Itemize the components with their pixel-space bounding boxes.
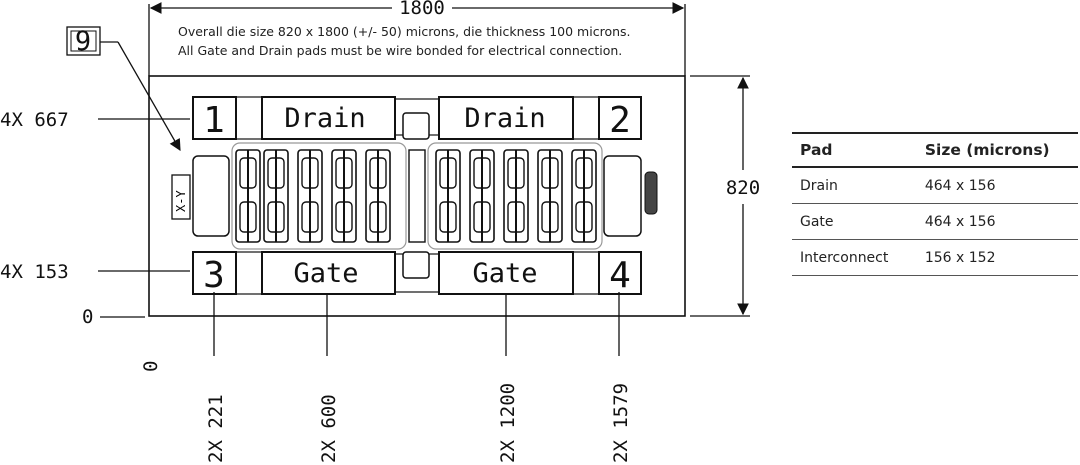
table-cell: 464 x 156 [910, 203, 1078, 240]
dim-2x-1200: 2X 1200 [497, 383, 519, 463]
finger-via [369, 201, 387, 233]
dim-4x-153: 4X 153 [0, 261, 69, 283]
finger-via [541, 201, 559, 233]
drain-left-label: Drain [284, 103, 365, 134]
pad-2-number: 2 [609, 100, 631, 141]
finger-via [575, 157, 593, 189]
finger-via [473, 201, 491, 233]
left-dimensions: 4X 667 4X 153 0 [0, 109, 190, 328]
gate-right-label: Gate [472, 258, 537, 289]
xy-marker-label: X-Y [174, 190, 188, 212]
table-cell: Drain [792, 167, 911, 204]
finger-via [267, 201, 285, 233]
height-dim-text: 820 [726, 177, 760, 199]
finger-via [301, 157, 319, 189]
pad-1-number: 1 [203, 100, 225, 141]
dim-2x-1579: 2X 1579 [610, 383, 632, 463]
die-outline [148, 75, 686, 317]
transistor-fingers [231, 142, 603, 250]
table-header-row: Pad Size (microns) [792, 132, 1078, 168]
finger-via [267, 157, 285, 189]
pad-size-table: Pad Size (microns) Drain 464 x 156 Gate … [792, 132, 1078, 276]
finger-frame-left [231, 142, 407, 250]
finger-frame-right [427, 142, 603, 250]
drain-pad-left: Drain [261, 96, 396, 140]
finger-via [239, 201, 257, 233]
finger-spine [408, 149, 426, 243]
pad-2: 2 [598, 96, 642, 141]
finger-via [335, 201, 353, 233]
finger-via [507, 201, 525, 233]
side-pad-right [603, 155, 642, 237]
finger-via [541, 157, 559, 189]
finger-via [301, 201, 319, 233]
pad-3: 3 [192, 251, 237, 296]
finger-via [239, 157, 257, 189]
table-cell: Interconnect [792, 239, 911, 276]
dim-4x-667: 4X 667 [0, 109, 69, 131]
table-header-size: Size (microns) [910, 132, 1078, 168]
width-dim-text: 1800 [399, 0, 445, 19]
drain-pad-right: Drain [438, 96, 574, 140]
height-dimension: 820 [690, 75, 760, 317]
dim-2x-600: 2X 600 [318, 394, 340, 463]
dim-0-bottom: 0 [140, 361, 162, 372]
table-row: Gate 464 x 156 [792, 203, 1078, 240]
table-row: Interconnect 156 x 152 [792, 239, 1078, 276]
table-cell: Gate [792, 203, 911, 240]
side-pad-left [192, 155, 230, 237]
pad-4-number: 4 [609, 255, 631, 296]
dim-0-left: 0 [82, 306, 93, 328]
finger-via [575, 201, 593, 233]
table-cell: 156 x 152 [910, 239, 1078, 276]
note-line-2: All Gate and Drain pads must be wire bon… [178, 43, 622, 58]
dim-2x-221: 2X 221 [205, 394, 227, 463]
finger-via [439, 201, 457, 233]
gate-pad-right: Gate [438, 251, 574, 295]
bottom-dimensions: 0 2X 221 2X 600 2X 1200 2X 1579 [140, 292, 632, 463]
table-row: Drain 464 x 156 [792, 167, 1078, 204]
finger-via [335, 157, 353, 189]
gate-left-label: Gate [293, 258, 358, 289]
table-cell: 464 x 156 [910, 167, 1078, 204]
width-dimension: 1800 [148, 0, 686, 76]
finger-via [473, 157, 491, 189]
interconnect-pad-top [402, 112, 430, 140]
drain-right-label: Drain [464, 103, 545, 134]
pad-3-number: 3 [203, 255, 225, 296]
callout-9: 9 [66, 26, 181, 152]
finger-via [439, 157, 457, 189]
right-marker [644, 171, 658, 215]
xy-marker: X-Y [171, 174, 191, 220]
pad-1: 1 [192, 96, 237, 141]
table-header-pad: Pad [792, 132, 911, 168]
finger-via [507, 157, 525, 189]
pad-4: 4 [598, 251, 642, 296]
interconnect-pad-bottom [402, 251, 430, 279]
note-line-1: Overall die size 820 x 1800 (+/- 50) mic… [178, 24, 631, 39]
callout-9-text: 9 [75, 26, 91, 57]
gate-pad-left: Gate [261, 251, 396, 295]
finger-via [369, 157, 387, 189]
